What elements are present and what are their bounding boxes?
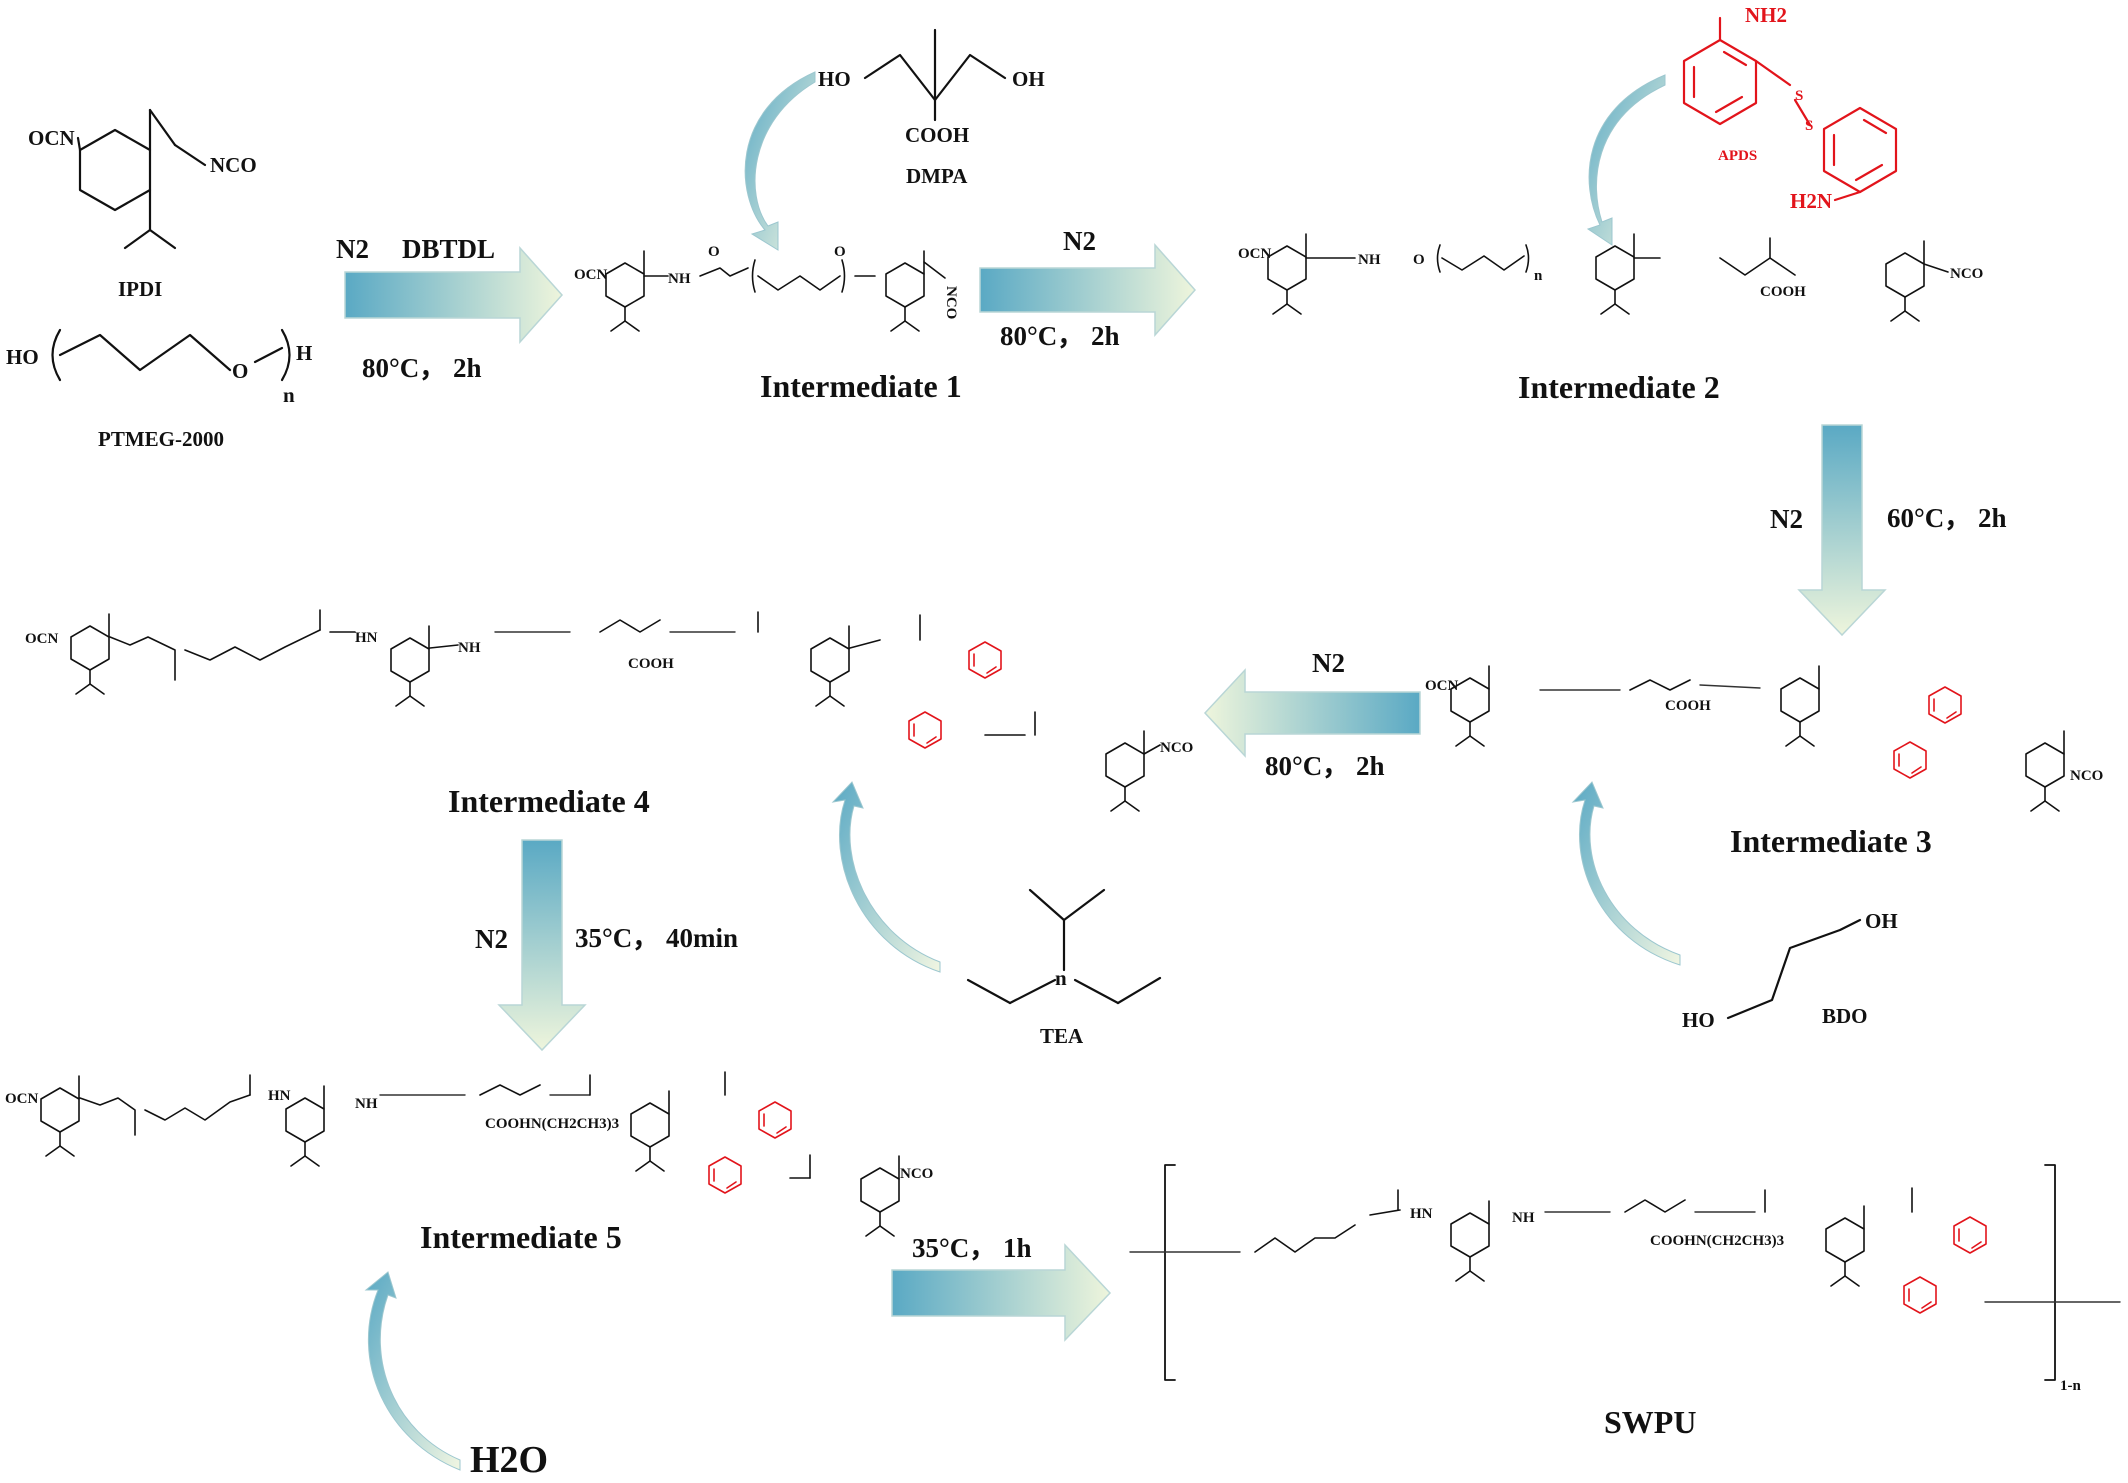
intermediate-3-structure — [1450, 665, 2065, 812]
arrow-step-6 — [891, 1243, 1112, 1342]
curved-arrow-dmpa — [744, 71, 816, 251]
curved-arrow-apds — [1586, 74, 1666, 246]
ptmeg-h-label: H — [296, 341, 312, 365]
int3-ocn: OCN — [1425, 678, 1459, 694]
bdo-oh: OH — [1865, 909, 1898, 933]
arrow-step-3 — [1797, 424, 1887, 637]
int2-cooh: COOH — [1760, 284, 1806, 300]
ptmeg-ho-label: HO — [6, 345, 39, 369]
int4-cooh: COOH — [628, 656, 674, 672]
step1-conditions: 80°C， 2h — [362, 353, 482, 383]
intermediate-4-label: Intermediate 4 — [448, 783, 650, 819]
int4-hn: HN — [355, 630, 378, 646]
step6-conditions: 35°C， 1h — [912, 1233, 1032, 1263]
step4-conditions: 80°C， 2h — [1265, 751, 1385, 781]
int3-nco: NCO — [2070, 768, 2103, 784]
tea-label: TEA — [1040, 1024, 1084, 1048]
int5-nh: NH — [355, 1096, 378, 1112]
int2-ocn: OCN — [1238, 246, 1272, 262]
apds-nh2: NH2 — [1745, 3, 1787, 27]
arrow-step-2 — [979, 243, 1197, 337]
step3-gas: N2 — [1770, 504, 1803, 534]
int1-ocn: OCN — [574, 267, 608, 283]
apds-s-2: S — [1805, 118, 1813, 134]
apds-h2n: H2N — [1790, 189, 1832, 213]
int3-cooh: COOH — [1665, 698, 1711, 714]
step2-conditions: 80°C， 2h — [1000, 321, 1120, 351]
bdo-label: BDO — [1822, 1004, 1868, 1028]
ipdi-label: IPDI — [118, 277, 162, 301]
int1-nco: NCO — [943, 286, 959, 319]
step5-gas: N2 — [475, 924, 508, 954]
dmpa-structure — [863, 28, 1007, 122]
intermediate-1-label: Intermediate 1 — [760, 368, 962, 404]
dmpa-cooh-label: COOH — [905, 123, 969, 147]
ptmeg-structure — [51, 328, 291, 382]
intermediate-5-structure — [40, 1071, 900, 1237]
intermediate-2-structure — [1267, 233, 1949, 322]
intermediate-3-label: Intermediate 3 — [1730, 823, 1932, 859]
water-label: H2O — [470, 1439, 548, 1481]
step1-catalyst: DBTDL — [402, 234, 495, 264]
apds-s-1: S — [1795, 88, 1803, 104]
ptmeg-label: PTMEG-2000 — [98, 427, 224, 451]
int4-nh: NH — [458, 640, 481, 656]
curved-arrow-tea — [831, 781, 941, 973]
swpu-label: SWPU — [1604, 1404, 1696, 1440]
ptmeg-n-label: n — [283, 383, 295, 407]
bdo-ho: HO — [1682, 1008, 1715, 1032]
intermediate-4-structure — [70, 609, 1161, 812]
step2-gas: N2 — [1063, 226, 1096, 256]
curved-arrow-water — [364, 1271, 461, 1471]
int5-hn: HN — [268, 1088, 291, 1104]
int5-salt: COOHN(CH2CH3)3 — [485, 1116, 619, 1132]
swpu-nh: NH — [1512, 1210, 1535, 1226]
tea-n: n — [1055, 966, 1067, 990]
int2-o: O — [1413, 252, 1425, 268]
step3-conditions: 60°C， 2h — [1887, 503, 2007, 533]
intermediate-2-label: Intermediate 2 — [1518, 369, 1720, 405]
int4-ocn: OCN — [25, 631, 59, 647]
dmpa-label: DMPA — [906, 164, 968, 188]
apds-label: APDS — [1718, 148, 1757, 164]
int5-ocn: OCN — [5, 1091, 39, 1107]
curved-arrow-bdo — [1571, 781, 1681, 966]
nco-label: NCO — [210, 153, 257, 177]
step1-gas: N2 — [336, 234, 369, 264]
int2-nco: NCO — [1950, 266, 1983, 282]
swpu-hn: HN — [1410, 1206, 1433, 1222]
tea-structure — [966, 888, 1162, 1005]
arrow-step-1 — [344, 246, 564, 344]
arrow-step-4 — [1203, 668, 1421, 758]
int2-n: n — [1534, 268, 1543, 284]
dmpa-ho-label: HO — [818, 67, 851, 91]
swpu-structure — [1129, 1164, 2121, 1381]
ptmeg-o-label: O — [232, 359, 248, 383]
step5-conditions: 35°C， 40min — [575, 923, 738, 953]
int5-nco: NCO — [900, 1166, 933, 1182]
int1-o-2: O — [834, 244, 846, 260]
int2-nh: NH — [1358, 252, 1381, 268]
int4-nco: NCO — [1160, 740, 1193, 756]
dmpa-oh-label: OH — [1012, 67, 1045, 91]
int1-nh: NH — [668, 271, 691, 287]
bdo-structure — [1726, 918, 1862, 1020]
int1-o-1: O — [708, 244, 720, 260]
ocn-label: OCN — [28, 126, 75, 150]
step4-gas: N2 — [1312, 648, 1345, 678]
apds-structure — [1682, 16, 1898, 202]
swpu-salt: COOHN(CH2CH3)3 — [1650, 1233, 1784, 1249]
intermediate-1-structure — [605, 250, 946, 332]
intermediate-5-label: Intermediate 5 — [420, 1219, 622, 1255]
arrow-step-5 — [497, 839, 587, 1052]
ipdi-structure — [76, 108, 207, 250]
swpu-repeat: 1-n — [2060, 1378, 2081, 1394]
